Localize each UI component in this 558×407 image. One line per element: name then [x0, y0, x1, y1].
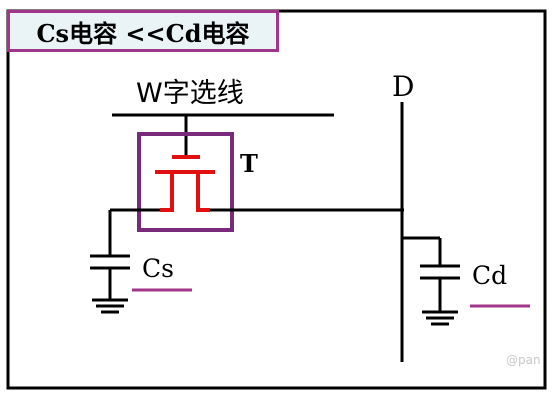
title-text: Cs电容 <<Cd电容 — [36, 18, 250, 48]
cs-label: Cs — [142, 254, 174, 283]
drain-label: D — [392, 70, 415, 103]
transistor-box — [137, 132, 234, 232]
mos-transistor-symbol — [155, 155, 215, 212]
word-line-label: W字选线 — [136, 78, 244, 109]
title-box: Cs电容 <<Cd电容 — [7, 10, 279, 52]
cd-ground-symbol — [422, 310, 458, 326]
cs-ground-symbol — [92, 298, 128, 314]
cs-capacitor-symbol — [90, 210, 130, 300]
watermark: @pan — [506, 353, 541, 367]
cd-label: Cd — [472, 261, 508, 290]
cd-capacitor-symbol — [402, 236, 460, 312]
outer-frame — [6, 9, 547, 390]
transistor-label: T — [240, 149, 258, 178]
